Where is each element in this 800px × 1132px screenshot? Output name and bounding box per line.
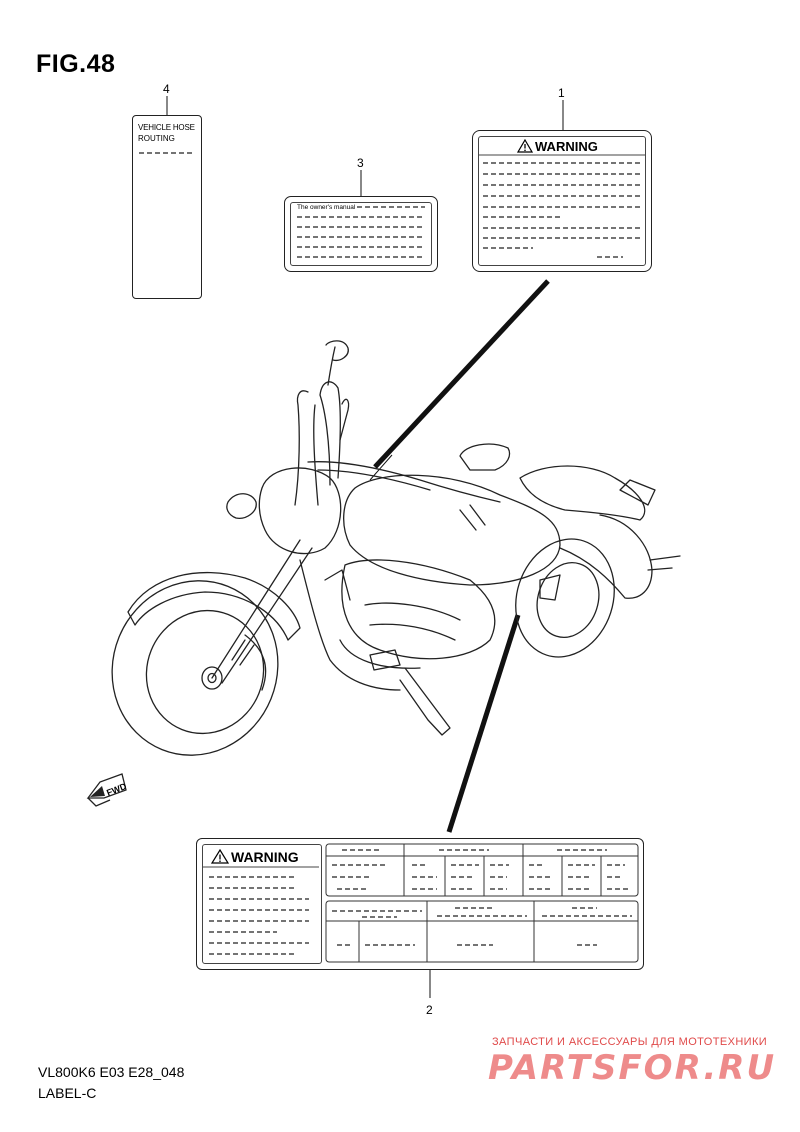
callout-2: 2 <box>426 1003 433 1017</box>
figure-title: FIG.48 <box>36 50 116 78</box>
callout-4: 4 <box>163 82 170 96</box>
label-owners-manual: The owner's manual <box>284 196 438 272</box>
callout-3: 3 <box>357 156 364 170</box>
watermark-tagline: ЗАПЧАСТИ И АКСЕССУАРЫ ДЛЯ МОТОТЕХНИКИ <box>492 1036 768 1048</box>
label-vehicle-hose-routing: VEHICLE HOSE ROUTING <box>132 115 202 299</box>
owners-manual-text: The owner's manual <box>297 204 356 211</box>
warning-top-dashes <box>479 154 645 258</box>
hose-routing-line1: VEHICLE HOSE <box>138 123 195 132</box>
warning-bottom-heading: WARNING <box>231 849 299 865</box>
footer-diagram-label: LABEL-C <box>38 1085 97 1101</box>
label-warning-top: WARNING <box>472 130 652 272</box>
callout-1: 1 <box>558 86 565 100</box>
motorcycle-illustration <box>111 340 681 756</box>
owners-manual-dashes <box>297 206 425 258</box>
watermark-logo: PARTSFOR.RU <box>488 1048 777 1088</box>
label-warning-bottom: WARNING <box>196 838 644 970</box>
footer-diagram-code: VL800K6 E03 E28_048 <box>38 1064 185 1080</box>
hose-routing-line2: ROUTING <box>138 134 175 143</box>
warning-bottom-table <box>203 843 639 963</box>
fwd-arrow-icon: FWD <box>86 773 128 807</box>
hose-routing-dashes <box>139 152 193 154</box>
warning-triangle-icon <box>211 849 229 864</box>
warning-top-heading: WARNING <box>535 139 598 154</box>
warning-triangle-icon <box>517 139 533 153</box>
